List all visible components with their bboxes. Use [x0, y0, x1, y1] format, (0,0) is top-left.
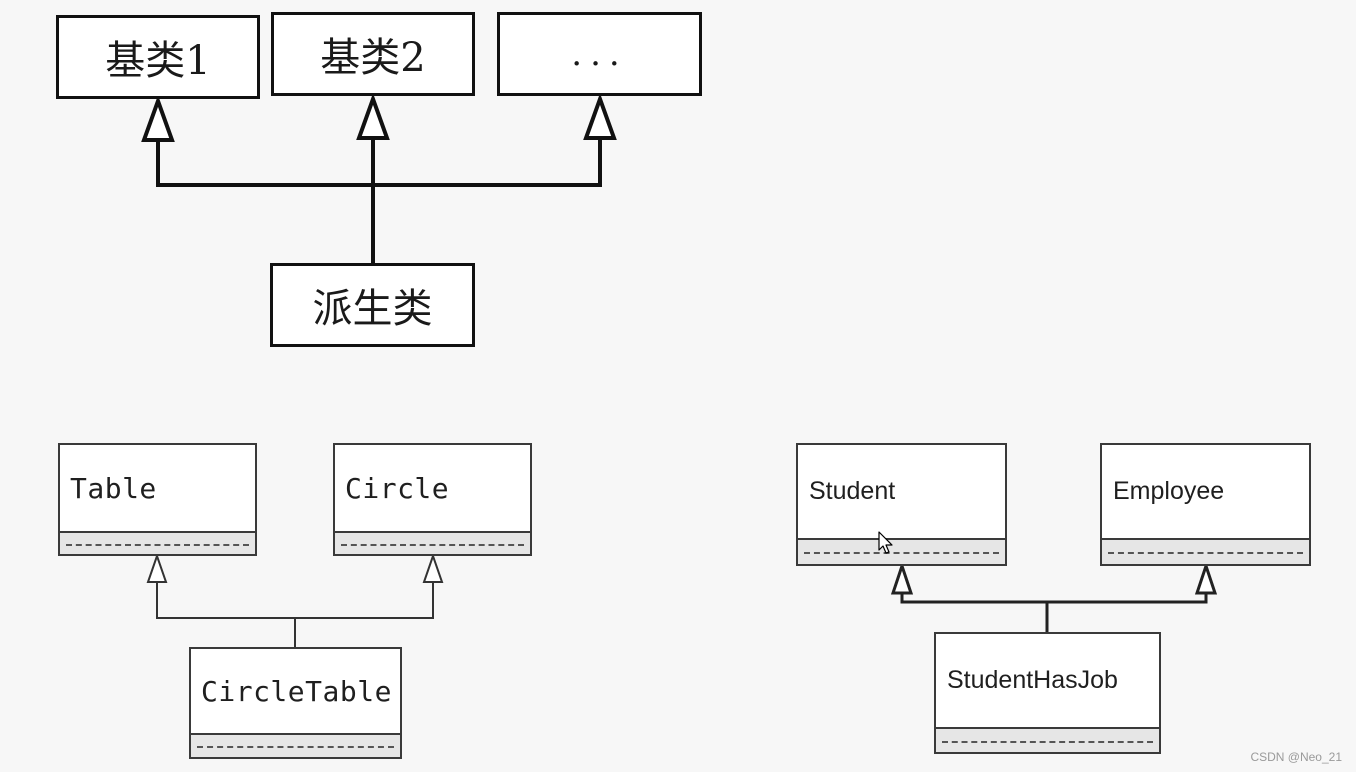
right-bus-line [900, 593, 1208, 604]
right-connectors [900, 593, 1208, 633]
derived-class-label: 派生类 [312, 286, 433, 332]
left-bus-line [156, 582, 434, 619]
uml-class-studenthasjob: StudentHasJob [934, 632, 1161, 754]
top-bus-line [156, 140, 602, 187]
left-connectors [156, 582, 434, 648]
inherit-arrow-icon [141, 95, 175, 142]
uml-class-name: Employee [1113, 477, 1225, 505]
base-class-1-box: 基类1 [56, 15, 260, 99]
top-arrowheads [141, 93, 617, 142]
uml-class-circle: Circle [333, 443, 532, 556]
mouse-cursor-icon [878, 531, 893, 554]
base-class-1-label: 基类1 [105, 38, 211, 84]
derived-class-box: 派生类 [270, 263, 475, 347]
uml-class-compartment [60, 531, 255, 554]
inherit-arrow-icon [890, 561, 914, 595]
uml-class-name: StudentHasJob [947, 666, 1118, 694]
inherit-arrow-icon [356, 93, 390, 140]
uml-class-name: Circle [345, 471, 450, 505]
uml-class-name: Table [70, 471, 157, 505]
uml-class-compartment [335, 531, 530, 554]
base-class-more-label: ... [571, 34, 628, 74]
uml-class-compartment [191, 733, 400, 757]
uml-class-employee: Employee [1100, 443, 1311, 566]
base-class-2-label: 基类2 [320, 35, 426, 81]
uml-class-compartment [1102, 538, 1309, 564]
inherit-arrow-icon [146, 552, 168, 583]
inherit-arrow-icon [1194, 561, 1218, 595]
top-connectors [156, 140, 602, 264]
inherit-arrow-icon [422, 552, 444, 583]
uml-class-table: Table [58, 443, 257, 556]
base-class-2-box: 基类2 [271, 12, 475, 96]
uml-class-name: Student [809, 477, 896, 505]
left-arrowheads [146, 552, 444, 583]
inherit-arrow-icon [583, 93, 617, 140]
uml-class-name: CircleTable [201, 674, 392, 708]
watermark: CSDN @Neo_21 [1250, 750, 1342, 764]
right-arrowheads [890, 561, 1218, 595]
uml-class-compartment [798, 538, 1005, 564]
uml-class-student: Student [796, 443, 1007, 566]
base-class-more-box: ... [497, 12, 702, 96]
uml-class-circletable: CircleTable [189, 647, 402, 759]
uml-class-compartment [936, 727, 1159, 752]
